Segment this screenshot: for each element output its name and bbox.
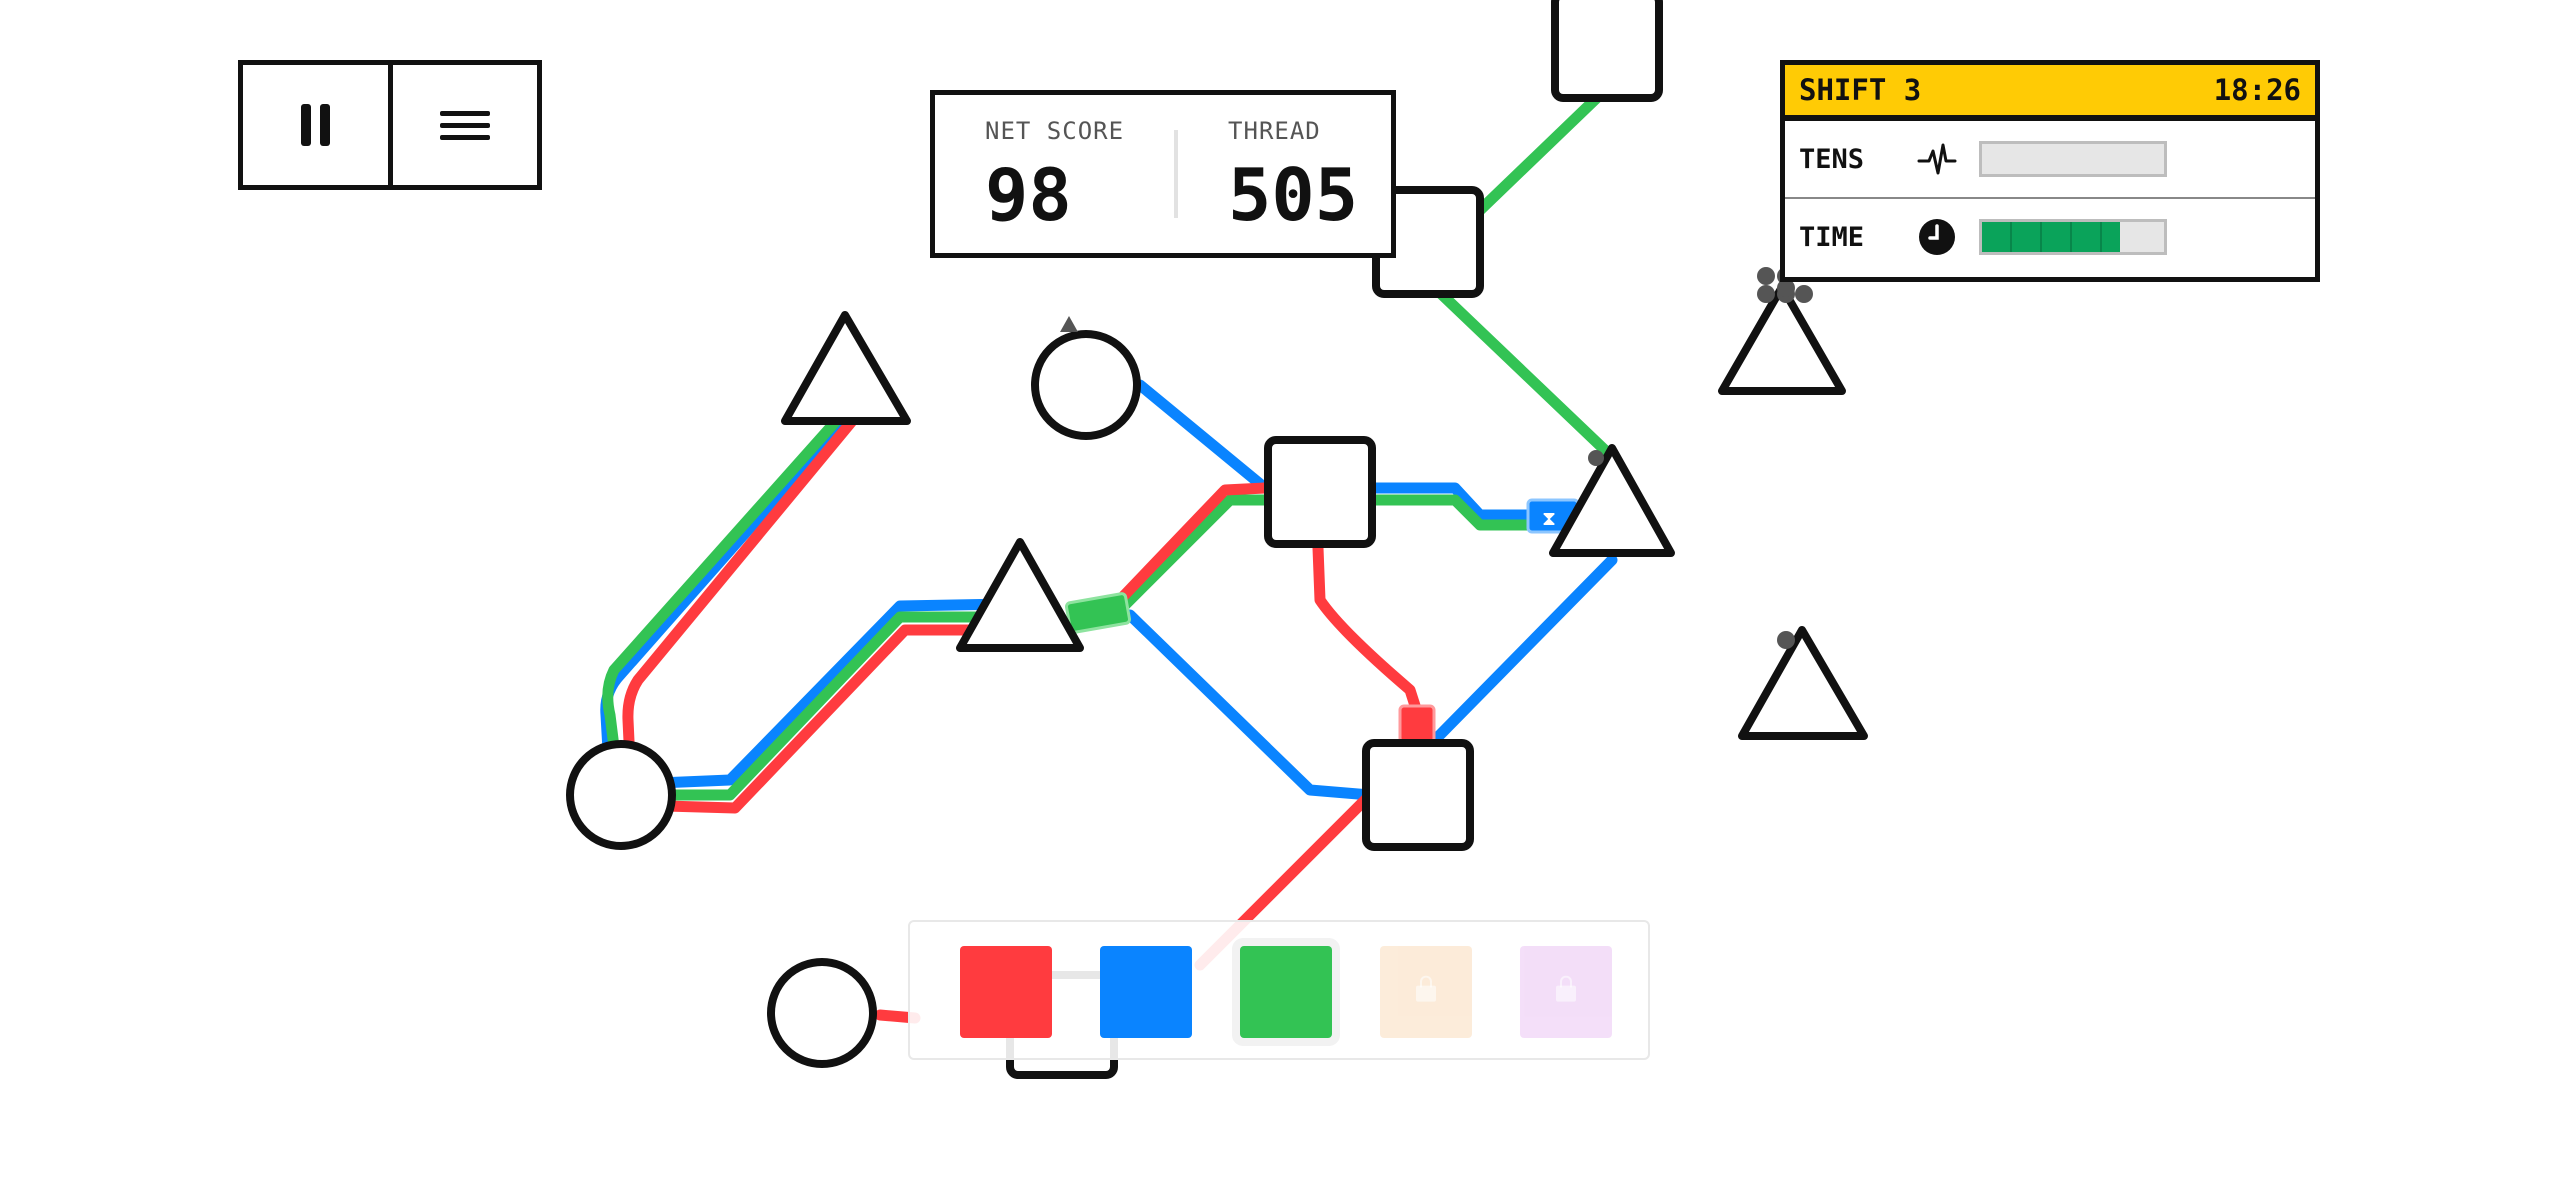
passenger bbox=[1588, 450, 1604, 466]
time-bar-fill bbox=[1982, 222, 2121, 252]
passenger bbox=[1757, 285, 1775, 303]
shift-clock: 18:26 bbox=[2213, 73, 2301, 107]
line-selector bbox=[908, 920, 1650, 1060]
station-circle[interactable] bbox=[1031, 330, 1141, 440]
shift-title: SHIFT 3 bbox=[1799, 73, 1922, 107]
pause-icon bbox=[300, 104, 330, 146]
green-line-segment[interactable] bbox=[1429, 84, 1616, 461]
net-score: NET SCORE 98 bbox=[935, 117, 1124, 231]
time-bar bbox=[1979, 219, 2167, 255]
game-controls bbox=[238, 60, 542, 190]
train-green bbox=[1064, 592, 1132, 634]
station-triangle[interactable] bbox=[1718, 283, 1846, 395]
station-circle[interactable] bbox=[566, 740, 676, 850]
shift-header: SHIFT 3 18:26 bbox=[1785, 65, 2315, 121]
thread-score: THREAD 505 bbox=[1178, 117, 1358, 231]
menu-button[interactable] bbox=[387, 65, 538, 185]
station-triangle[interactable] bbox=[1738, 626, 1868, 740]
passenger-triangle bbox=[1060, 316, 1078, 332]
lock-icon bbox=[1556, 975, 1576, 1002]
red-line-segment[interactable] bbox=[1312, 542, 1424, 721]
thread-label: THREAD bbox=[1228, 117, 1321, 145]
passenger bbox=[1795, 285, 1813, 303]
line-swatch-purple bbox=[1520, 946, 1612, 1038]
station-square[interactable] bbox=[1264, 436, 1376, 548]
tension-label: TENS bbox=[1799, 143, 1865, 175]
blue-line-segment[interactable] bbox=[1424, 554, 1618, 751]
passenger bbox=[1777, 631, 1795, 649]
tension-bar bbox=[1979, 141, 2167, 177]
station-triangle[interactable] bbox=[956, 538, 1084, 652]
station-circle[interactable] bbox=[767, 958, 877, 1068]
pause-button[interactable] bbox=[243, 65, 388, 185]
score-panel: NET SCORE 98 THREAD 505 bbox=[930, 90, 1396, 258]
heartbeat-icon bbox=[1917, 139, 1957, 179]
time-label: TIME bbox=[1799, 221, 1865, 253]
line-swatch-green[interactable] bbox=[1240, 946, 1332, 1038]
red-line-segment[interactable] bbox=[1109, 482, 1271, 611]
time-meter: TIME bbox=[1785, 197, 2315, 275]
menu-icon bbox=[439, 110, 490, 140]
red-line-segment[interactable] bbox=[622, 414, 1011, 814]
blue-line-segment[interactable] bbox=[1134, 379, 1566, 521]
shift-panel: SHIFT 3 18:26 TENS TIME bbox=[1780, 60, 2320, 282]
station-square[interactable] bbox=[1551, 0, 1663, 102]
net-score-label: NET SCORE bbox=[985, 117, 1125, 145]
passenger bbox=[1777, 279, 1795, 297]
station-triangle[interactable] bbox=[781, 311, 911, 425]
net-score-value: 98 bbox=[985, 153, 1072, 237]
clock-icon bbox=[1917, 217, 1957, 257]
station-square[interactable] bbox=[1362, 739, 1474, 851]
train-blue-marker: ⧗ bbox=[1542, 506, 1556, 530]
line-swatch-orange bbox=[1380, 946, 1472, 1038]
score-divider bbox=[1174, 130, 1179, 218]
line-swatch-red[interactable] bbox=[960, 946, 1052, 1038]
tension-meter: TENS bbox=[1785, 121, 2315, 197]
blue-line-segment[interactable] bbox=[1124, 609, 1376, 801]
thread-value: 505 bbox=[1228, 153, 1359, 237]
lock-icon bbox=[1416, 975, 1436, 1002]
passenger bbox=[1757, 267, 1775, 285]
train-red bbox=[1398, 704, 1436, 744]
station-triangle[interactable] bbox=[1549, 444, 1675, 557]
green-line-segment[interactable] bbox=[1104, 494, 1566, 626]
line-swatch-blue[interactable] bbox=[1100, 946, 1192, 1038]
